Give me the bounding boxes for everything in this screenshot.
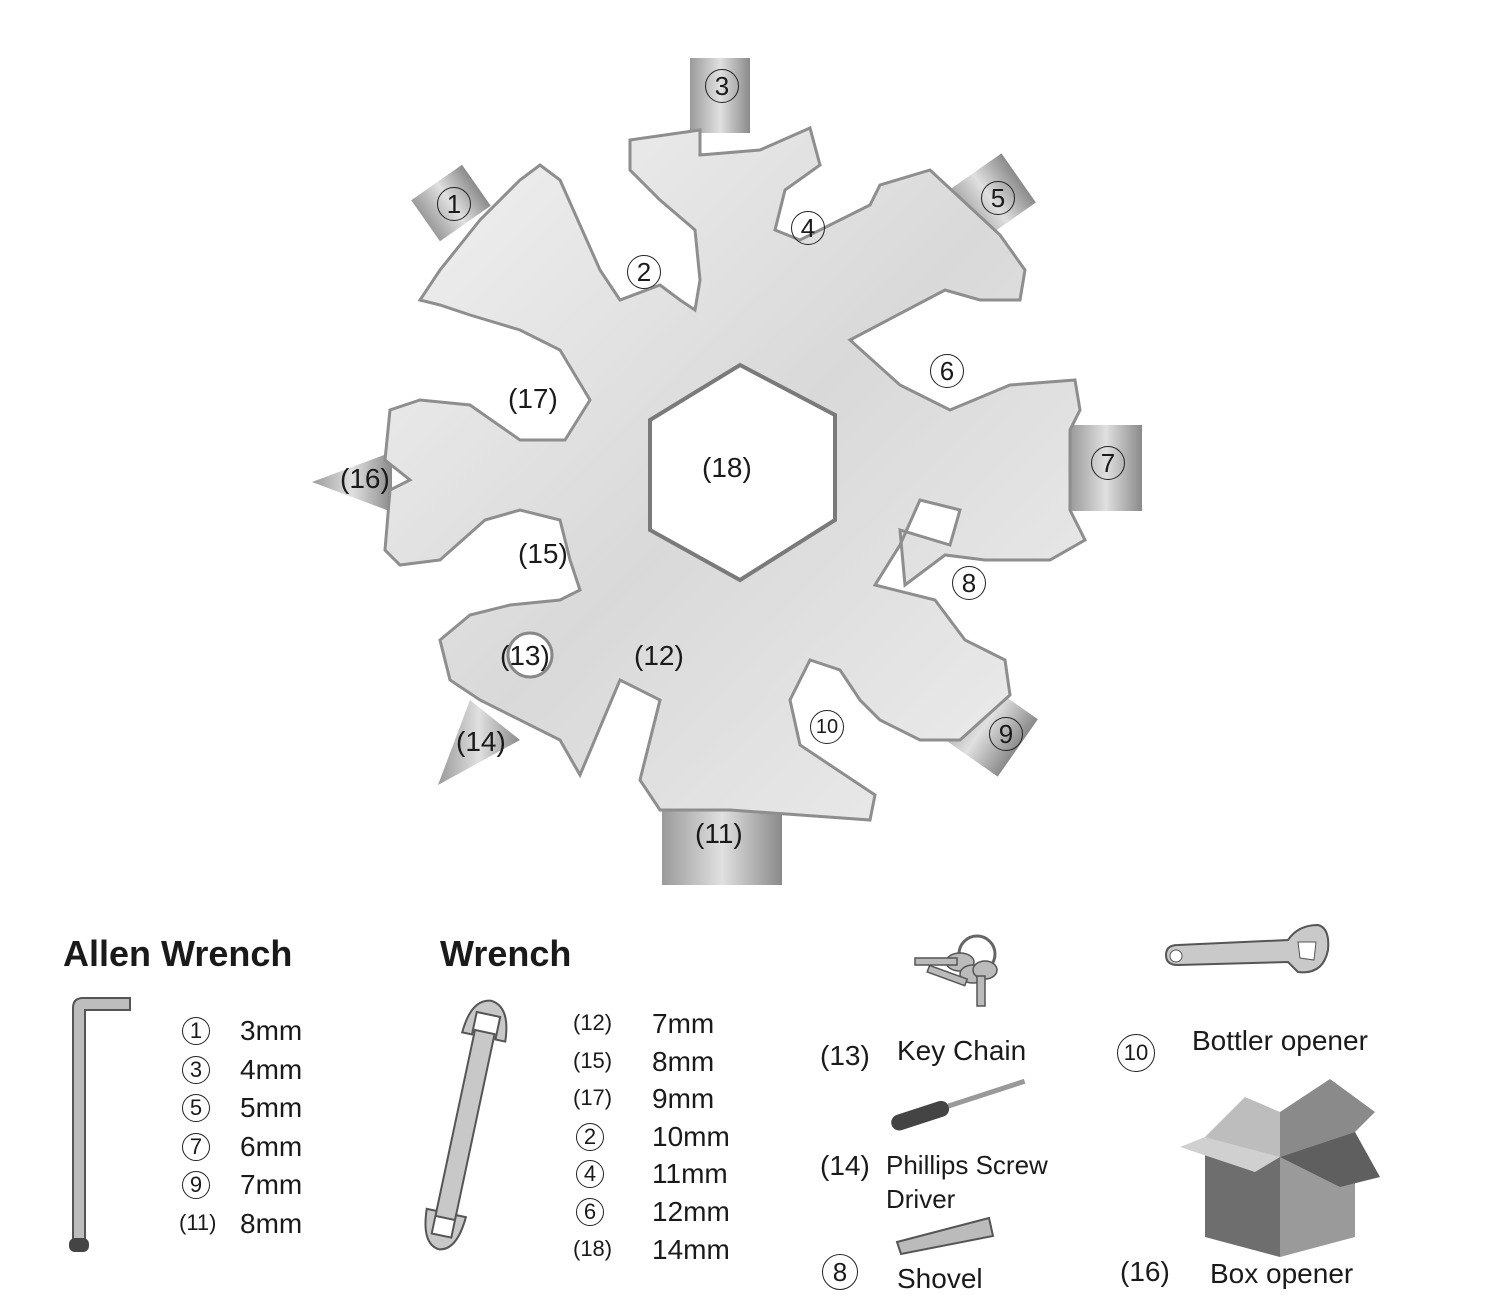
shovel-label: Shovel	[897, 1263, 983, 1294]
allen-item-value: 7mm	[240, 1169, 303, 1201]
allen-item-key: 5	[182, 1094, 210, 1123]
wrench-item-key: (17)	[573, 1085, 613, 1111]
label-1: 1	[437, 187, 471, 221]
allen-item-value: 6mm	[240, 1130, 303, 1162]
wrench-item-value: 11mm	[652, 1158, 728, 1190]
label-11: (11)	[695, 818, 743, 849]
label-18: (18)	[702, 452, 752, 483]
wrench-item-value: 10mm	[652, 1120, 730, 1152]
keychain-hole	[506, 631, 554, 679]
label-13: (13)	[500, 640, 550, 671]
allen-key-icon	[69, 997, 131, 1252]
label-15: (15)	[518, 538, 568, 569]
bit-11	[662, 805, 782, 885]
wrench-heading: Wrench	[440, 933, 572, 974]
label-17: (17)	[508, 383, 558, 414]
shovel-icon	[895, 1216, 995, 1256]
wrench-item-value: 12mm	[652, 1196, 730, 1227]
keychain-label: Key Chain	[897, 1035, 1027, 1066]
wrench-item-key: 4	[576, 1160, 604, 1189]
allen-item-key: 1	[182, 1017, 210, 1045]
label-3: 3	[705, 69, 739, 103]
bottle-label: Bottler opener	[1192, 1025, 1368, 1056]
shovel-key: 8	[822, 1254, 858, 1290]
wrench-item-key: (18)	[573, 1235, 613, 1261]
box-key: (16)	[1120, 1256, 1170, 1287]
open-end-wrench-icon	[424, 999, 508, 1251]
snowflake-multitool-image	[312, 58, 1142, 885]
wrench-item-key: 6	[576, 1198, 604, 1226]
keys-icon	[914, 934, 998, 1007]
wrench-item-value: 14mm	[652, 1233, 730, 1265]
allen-item-value: 4mm	[240, 1053, 303, 1085]
label-12: (12)	[634, 640, 684, 671]
allen-item-value: 8mm	[240, 1208, 303, 1239]
wrench-item-key: (15)	[573, 1047, 613, 1073]
bottle-opener-icon	[1164, 923, 1330, 974]
label-7: 7	[1091, 446, 1125, 480]
wrench-item-value: 9mm	[652, 1083, 715, 1115]
wrench-item-value: 8mm	[652, 1045, 715, 1077]
wrench-item-value: 7mm	[652, 1008, 715, 1039]
screwdriver-icon	[891, 1078, 1026, 1131]
screwdriver-label: Phillips Screw	[886, 1150, 1048, 1180]
bottle-key: 10	[1117, 1034, 1155, 1072]
keychain-key: (13)	[820, 1040, 870, 1071]
bit-14	[438, 700, 520, 785]
box-label: Box opener	[1210, 1258, 1354, 1289]
wrench-item-key: (12)	[573, 1010, 613, 1035]
wrench-item-key: 2	[576, 1122, 604, 1151]
box-icon	[1180, 1079, 1380, 1257]
label-8: 8	[952, 566, 986, 600]
allen-item-value: 5mm	[240, 1092, 303, 1124]
allen-item-key: 9	[182, 1171, 210, 1200]
label-4: 4	[791, 211, 825, 245]
label-6: 6	[930, 354, 964, 388]
screwdriver-key: (14)	[820, 1150, 870, 1181]
label-16: (16)	[340, 463, 390, 494]
bit-16	[312, 452, 392, 512]
label-14: (14)	[456, 726, 506, 757]
allen-item-key: 7	[182, 1132, 210, 1161]
label-2: 2	[627, 255, 661, 289]
allen-item-key: 3	[182, 1055, 210, 1084]
center-hex-hole	[648, 362, 837, 583]
label-10: 10	[810, 710, 844, 744]
allen-wrench-heading: Allen Wrench	[63, 933, 293, 974]
label-5: 5	[981, 181, 1015, 215]
allen-item-value: 3mm	[240, 1015, 303, 1046]
label-9: 9	[989, 717, 1023, 751]
allen-item-key: (11)	[179, 1210, 217, 1235]
screwdriver-label-2: Driver	[886, 1184, 956, 1214]
